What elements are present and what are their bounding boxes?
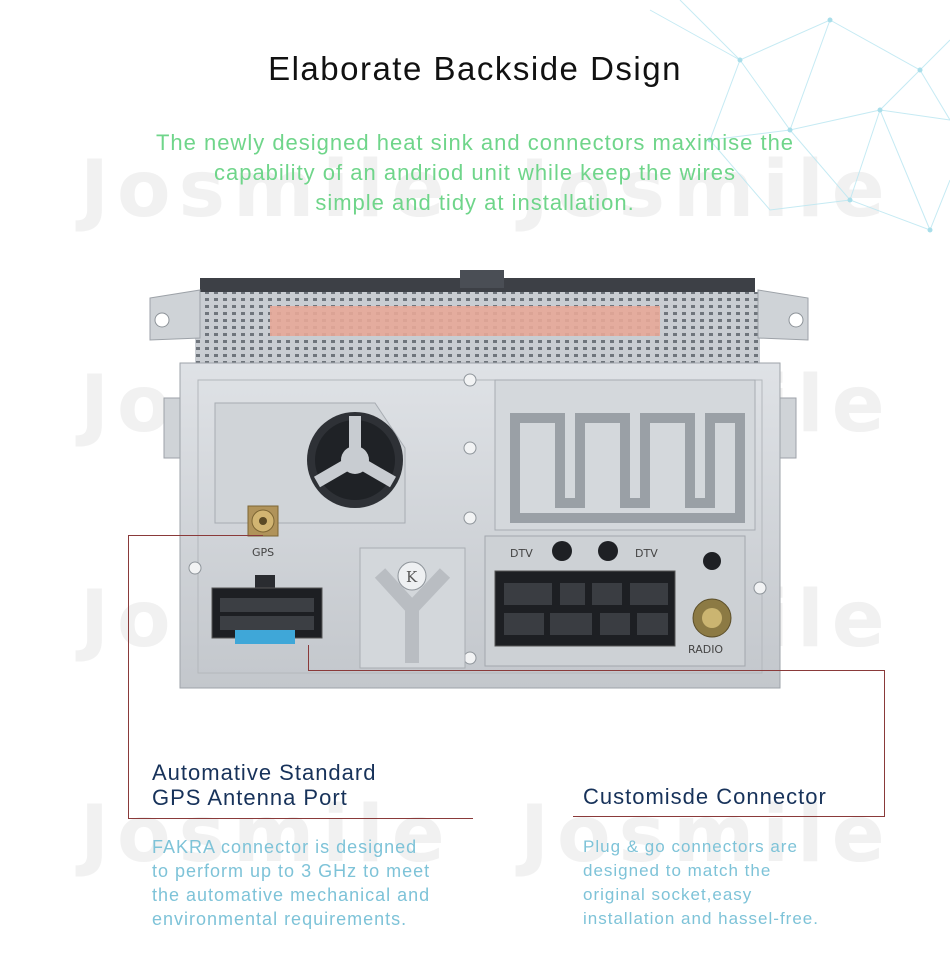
- brand-logo-letter: K: [406, 568, 418, 586]
- right-mount-bracket: [757, 289, 809, 341]
- gps-antenna-port: [247, 505, 279, 537]
- connector-body-line: installation and hassel-free.: [583, 909, 819, 928]
- connector-pointer-line: [884, 670, 885, 817]
- subtitle-line: The newly designed heat sink and connect…: [155, 130, 795, 155]
- main-connector-block: DTV DTV: [484, 535, 746, 667]
- gps-body-line: to perform up to 3 GHz to meet: [152, 861, 431, 881]
- geometric-network-decoration: [649, 0, 950, 233]
- gps-feature-description: FAKRA connector is designed to perform u…: [152, 835, 430, 931]
- fuse-block: [235, 630, 295, 644]
- gps-body-line: FAKRA connector is designed: [152, 837, 418, 857]
- connector-pointer-line: [308, 670, 885, 671]
- connector-underline: [573, 816, 885, 817]
- dtv-jack-left: [552, 541, 572, 561]
- cooling-fan: [307, 412, 403, 508]
- top-label-sticker: [270, 306, 660, 336]
- page-subtitle: The newly designed heat sink and connect…: [60, 128, 890, 218]
- dtv-jack-right: [598, 541, 618, 561]
- gps-feature-title: Automative Standard GPS Antenna Port: [152, 760, 376, 810]
- page-title: Elaborate Backside Dsign: [268, 50, 682, 87]
- gps-title-line: Automative Standard: [152, 760, 377, 785]
- connector-pointer-line: [308, 645, 309, 670]
- gps-body-line: environmental requirements.: [152, 909, 408, 929]
- radio-unit-back-image: GPS K DTV DTV RADIO: [149, 270, 809, 689]
- left-mount-bracket: [149, 289, 201, 341]
- connector-body-line: Plug & go connectors are: [583, 837, 798, 856]
- heatsink-fins: [494, 379, 756, 531]
- gps-pointer-line: [128, 535, 263, 536]
- subtitle-line: simple and tidy at installation.: [315, 190, 635, 215]
- subtitle-line: capability of an andriod unit while keep…: [213, 160, 737, 185]
- radio-jack-label: RADIO: [688, 643, 723, 656]
- connector-body-line: designed to match the: [583, 861, 772, 880]
- dtv-label-left: DTV: [510, 547, 533, 560]
- gps-underline: [128, 818, 473, 819]
- gps-title-line: GPS Antenna Port: [152, 785, 348, 810]
- connector-feature-description: Plug & go connectors are designed to mat…: [583, 835, 819, 931]
- radio-antenna-jack: [692, 552, 732, 638]
- left-harness-connector: [211, 575, 323, 644]
- connector-body-line: original socket,easy: [583, 885, 753, 904]
- gps-body-line: the automative mechanical and: [152, 885, 431, 905]
- dtv-label-right: DTV: [635, 547, 658, 560]
- gps-pointer-line: [128, 535, 129, 818]
- connector-feature-title: Customisde Connector: [583, 784, 827, 809]
- gps-port-label: GPS: [252, 546, 274, 559]
